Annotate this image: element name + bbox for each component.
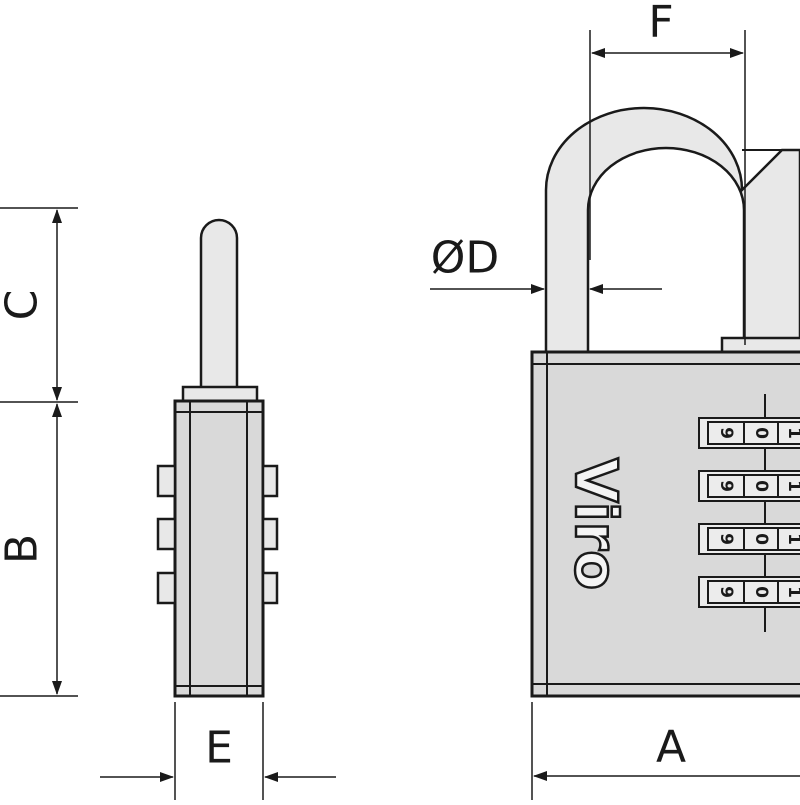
front-collar bbox=[720, 336, 800, 354]
dial-wheel[interactable]: 9 0 1 bbox=[698, 470, 800, 502]
side-dial-stub bbox=[261, 571, 279, 605]
side-dial-stub bbox=[156, 464, 177, 498]
side-shackle bbox=[199, 218, 239, 397]
dimension-label-f: F bbox=[648, 0, 673, 48]
brand-logo: Viro bbox=[562, 458, 630, 590]
dimension-label-b: B bbox=[0, 534, 48, 564]
side-body bbox=[173, 399, 265, 698]
dimension-e: E bbox=[100, 702, 336, 800]
side-collar bbox=[181, 385, 259, 403]
dimension-label-d: ØD bbox=[431, 233, 500, 284]
side-dial-stub bbox=[156, 517, 177, 551]
dial-digit: 1 bbox=[784, 533, 800, 545]
dimension-label-e: E bbox=[205, 723, 233, 774]
dimension-d: ØD bbox=[430, 233, 662, 294]
side-dial-stub bbox=[261, 517, 279, 551]
dial-digit: 1 bbox=[784, 480, 800, 492]
dial-wheel[interactable]: 9 0 1 bbox=[698, 576, 800, 608]
dial-digit: 0 bbox=[751, 480, 771, 492]
front-shackle bbox=[544, 106, 800, 354]
dimension-label-c: C bbox=[0, 290, 48, 321]
dimension-f: F bbox=[589, 0, 746, 345]
dial-wheel[interactable]: 9 0 1 bbox=[698, 417, 800, 449]
dial-digit: 9 bbox=[716, 427, 736, 439]
dial-digit: 0 bbox=[751, 586, 771, 598]
dimension-a: A bbox=[531, 702, 800, 800]
dial-digit: 1 bbox=[784, 586, 800, 598]
dial-digit: 0 bbox=[751, 427, 771, 439]
dimension-label-a: A bbox=[656, 722, 686, 773]
dial-digit: 1 bbox=[784, 427, 800, 439]
dial-digit: 9 bbox=[716, 480, 736, 492]
dial-digit: 9 bbox=[716, 586, 736, 598]
dial-wheel[interactable]: 9 0 1 bbox=[698, 523, 800, 555]
dimension-bc: C B bbox=[0, 207, 78, 697]
front-view: Viro 9 0 1 9 0 1 9 bbox=[530, 106, 800, 698]
side-dial-stub bbox=[261, 464, 279, 498]
side-view bbox=[156, 218, 279, 698]
side-dial-stub bbox=[156, 571, 177, 605]
dial-digit: 0 bbox=[751, 533, 771, 545]
dial-digit: 9 bbox=[716, 533, 736, 545]
